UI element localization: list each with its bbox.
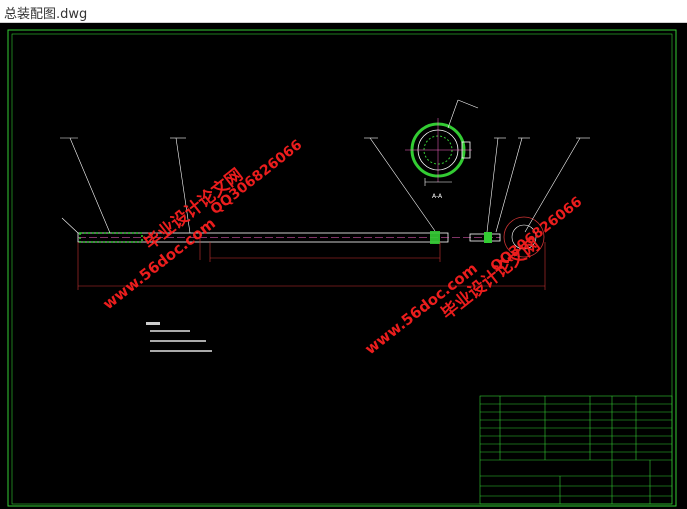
technical-notes [146,322,212,352]
drawing-canvas[interactable]: A-A [0,23,687,509]
watermark-group: 毕业设计论文网 QQ306826066 www.56doc.com www.56… [99,137,585,358]
cad-drawing: A-A [7,29,677,507]
end-view [503,216,545,258]
shaft-assembly [77,231,501,244]
drawing-frame-outer [7,29,677,507]
dimension-lines [77,233,546,290]
drawing-frame-inner [11,33,673,505]
window-title: 总装配图.dwg [4,7,88,22]
leader-lines [60,137,590,234]
window-titlebar: 总装配图.dwg [0,0,687,23]
section-label: A-A [432,193,443,200]
title-block [479,395,673,505]
section-view: A-A [405,99,479,200]
